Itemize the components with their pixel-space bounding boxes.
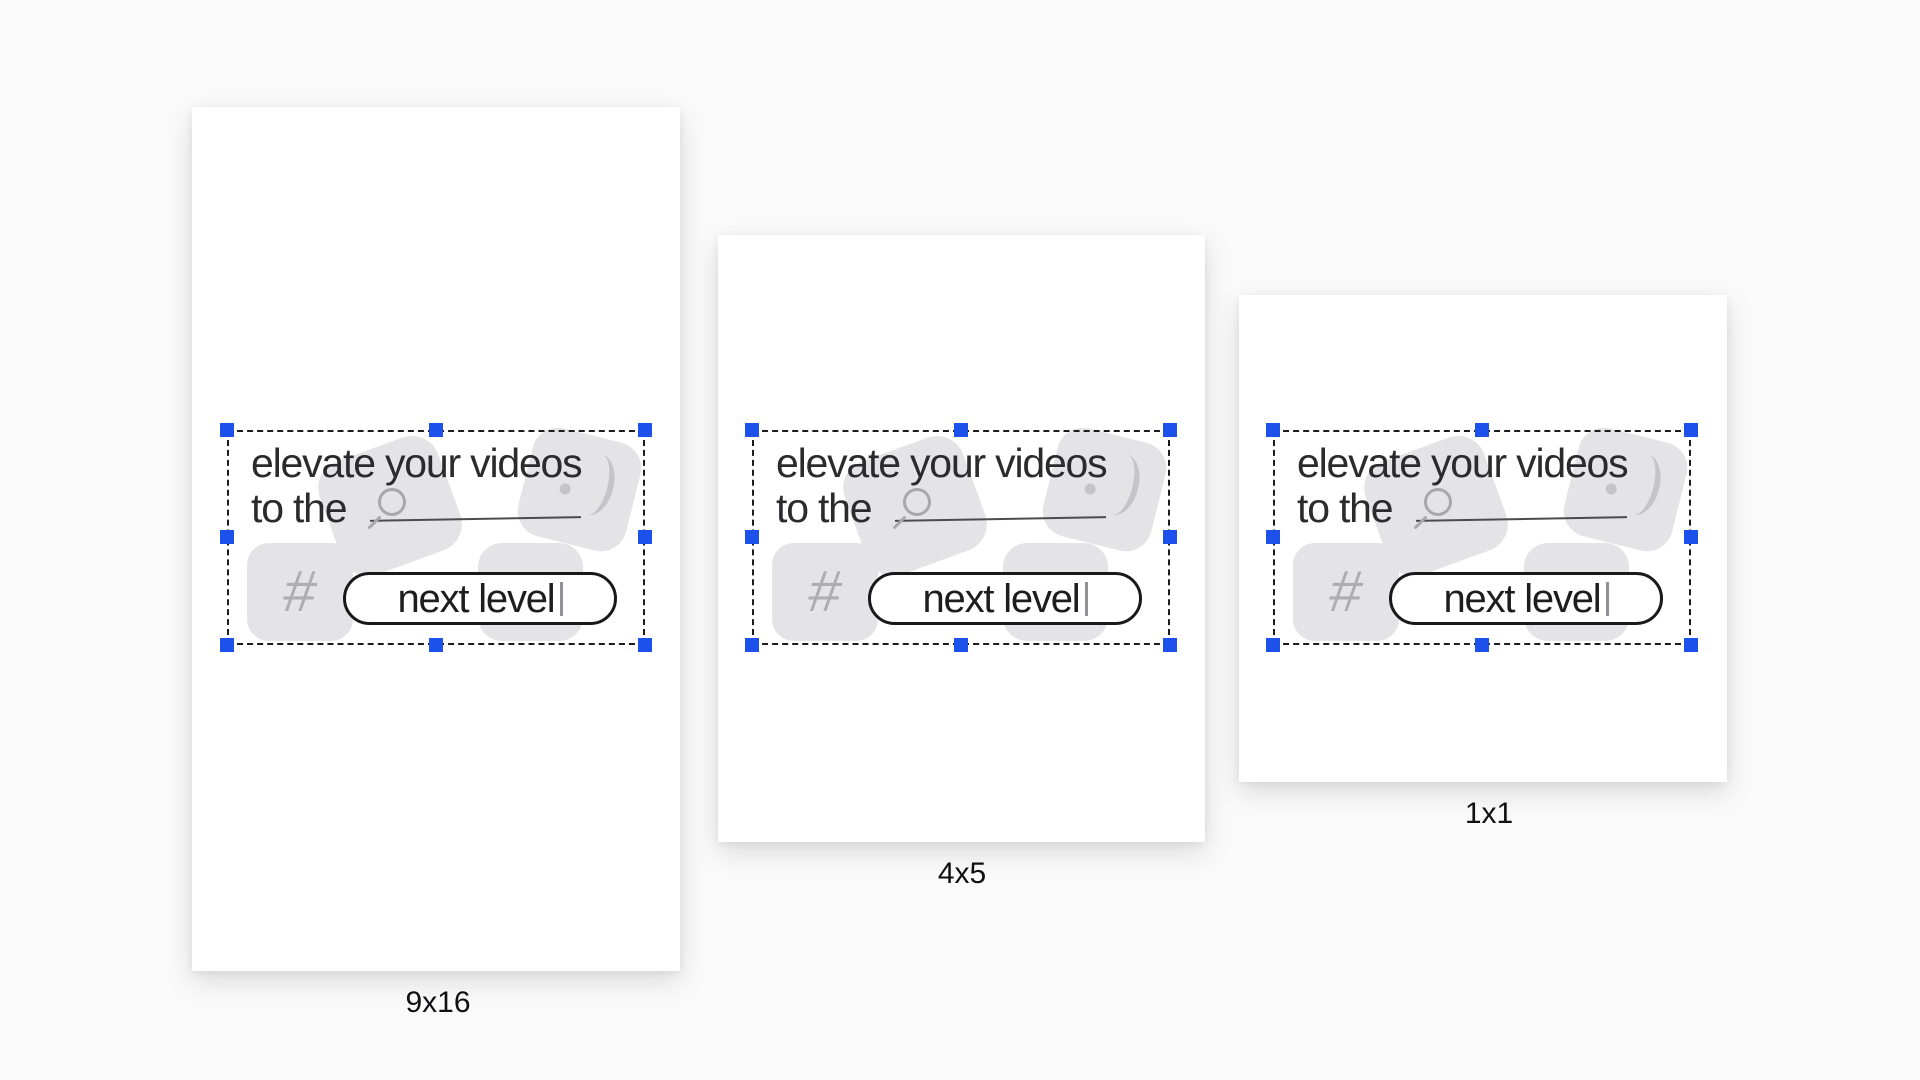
headline-line-1: elevate your videos [1297,440,1629,486]
selected-element-group[interactable]: # elevate your videos to the next level [220,422,652,652]
artboard-4x5[interactable]: # elevate your videos to the next level [718,235,1205,842]
artboard-9x16[interactable]: # elevate your videos to the next level [192,107,680,971]
aspect-label-9x16: 9x16 [405,986,471,1019]
selection-handle-nw[interactable] [745,423,759,437]
aspect-label-4x5: 4x5 [937,857,987,890]
next-level-button[interactable]: next level [1389,572,1663,625]
selection-handle-sw[interactable] [220,638,234,652]
headline-line-1: elevate your videos [251,440,583,486]
headline-text[interactable]: elevate your videos to the [251,440,583,531]
selection-handle-w[interactable] [745,530,759,544]
selection-handle-sw[interactable] [1266,638,1280,652]
magnifier-icon [378,488,406,516]
headline-text[interactable]: elevate your videos to the [1297,440,1629,531]
next-level-button[interactable]: next level [868,572,1142,625]
magnifier-icon [1424,488,1452,516]
selection-handle-w[interactable] [1266,530,1280,544]
selection-handle-nw[interactable] [220,423,234,437]
selection-handle-ne[interactable] [1684,423,1698,437]
selection-handle-ne[interactable] [638,423,652,437]
artboard-1x1[interactable]: # elevate your videos to the next level [1239,295,1727,782]
magnifier-icon [903,488,931,516]
selection-handle-se[interactable] [1163,638,1177,652]
selection-handle-w[interactable] [220,530,234,544]
next-level-button[interactable]: next level [343,572,617,625]
selection-handle-ne[interactable] [1163,423,1177,437]
selection-handle-e[interactable] [1163,530,1177,544]
deco-tile-hashtag[interactable]: # [1293,543,1399,641]
headline-line-1: elevate your videos [776,440,1108,486]
hashtag-icon: # [804,559,846,624]
headline-line-2: to the [251,485,348,531]
selection-handle-se[interactable] [1684,638,1698,652]
selected-element-group[interactable]: # elevate your videos to the next level [1266,422,1698,652]
selected-element-group[interactable]: # elevate your videos to the next level [745,422,1177,652]
selection-handle-nw[interactable] [1266,423,1280,437]
selection-handle-n[interactable] [1475,423,1489,437]
deco-tile-hashtag[interactable]: # [247,543,353,641]
hashtag-icon: # [1325,559,1367,624]
selection-handle-e[interactable] [1684,530,1698,544]
headline-line-2: to the [776,485,873,531]
selection-handle-se[interactable] [638,638,652,652]
button-label: next level [1443,576,1602,621]
selection-handle-e[interactable] [638,530,652,544]
deco-tile-hashtag[interactable]: # [772,543,878,641]
button-label: next level [397,576,556,621]
text-caret [1605,581,1609,616]
aspect-label-1x1: 1x1 [1464,797,1514,830]
selection-handle-s[interactable] [429,638,443,652]
selection-handle-n[interactable] [954,423,968,437]
selection-handle-sw[interactable] [745,638,759,652]
button-label: next level [922,576,1081,621]
selection-handle-s[interactable] [954,638,968,652]
headline-line-2: to the [1297,485,1394,531]
text-caret [1084,581,1088,616]
selection-handle-s[interactable] [1475,638,1489,652]
hashtag-icon: # [279,559,321,624]
headline-text[interactable]: elevate your videos to the [776,440,1108,531]
text-caret [559,581,563,616]
selection-handle-n[interactable] [429,423,443,437]
